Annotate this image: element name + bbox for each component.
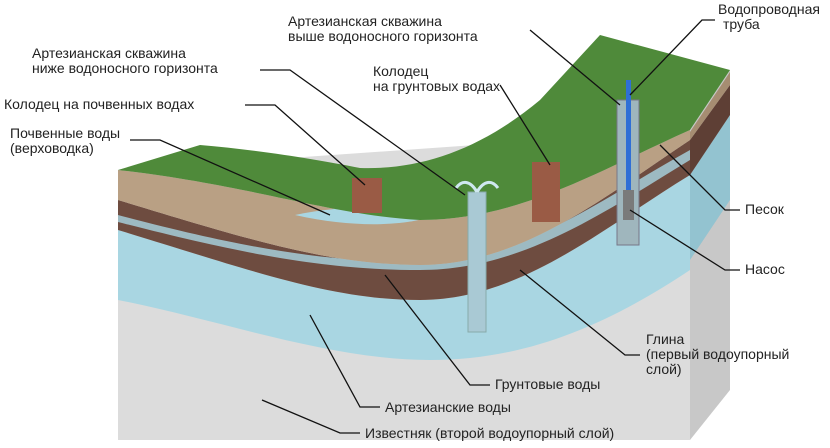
side-water <box>690 115 730 260</box>
label-line: ниже водоносного горизонта <box>32 60 218 76</box>
label-line: слой) <box>646 361 682 377</box>
ground-water-well <box>532 162 560 222</box>
pump <box>623 190 634 220</box>
label-line: труба <box>723 16 760 32</box>
side-clay <box>690 85 730 175</box>
label-line: (первый водоупорный <box>646 346 790 362</box>
label-line: Водопроводная <box>718 1 820 17</box>
label-line: (верховодка) <box>10 140 94 156</box>
label-line: Артезианская скважина <box>32 45 186 61</box>
ground-water-layer <box>118 150 690 270</box>
side-sand <box>690 72 730 140</box>
leader-lines <box>130 19 740 434</box>
label-line: Колодец <box>373 63 429 79</box>
label-limestone: Известняк (второй водоупорный слой) <box>365 425 615 441</box>
soil-water-well <box>352 178 382 213</box>
artesian-well-fountain <box>467 191 487 333</box>
label-artesian-water: Артезианские воды <box>385 399 511 415</box>
label-line: выше водоносного горизонта <box>288 28 478 44</box>
label-well-soil: Колодец на почвенных водах <box>4 96 195 112</box>
label-pump: Насос <box>745 261 785 277</box>
label-line: Артезианская скважина <box>288 13 442 29</box>
label-ground-water: Грунтовые воды <box>495 376 601 392</box>
label-sand: Песок <box>745 201 784 217</box>
artesian-water-layer <box>118 175 690 360</box>
clay-layer <box>118 140 690 300</box>
sand-layer <box>118 130 690 265</box>
label-soil-water: Почвенные воды(верховодка) <box>10 126 120 156</box>
grass-surface <box>118 35 730 220</box>
label-line: Почвенные воды <box>10 125 121 141</box>
label-line: на грунтовых водах <box>373 78 501 94</box>
water-pipe <box>626 80 631 190</box>
label-line: Глина <box>646 331 685 347</box>
fountain-icon <box>454 181 500 193</box>
